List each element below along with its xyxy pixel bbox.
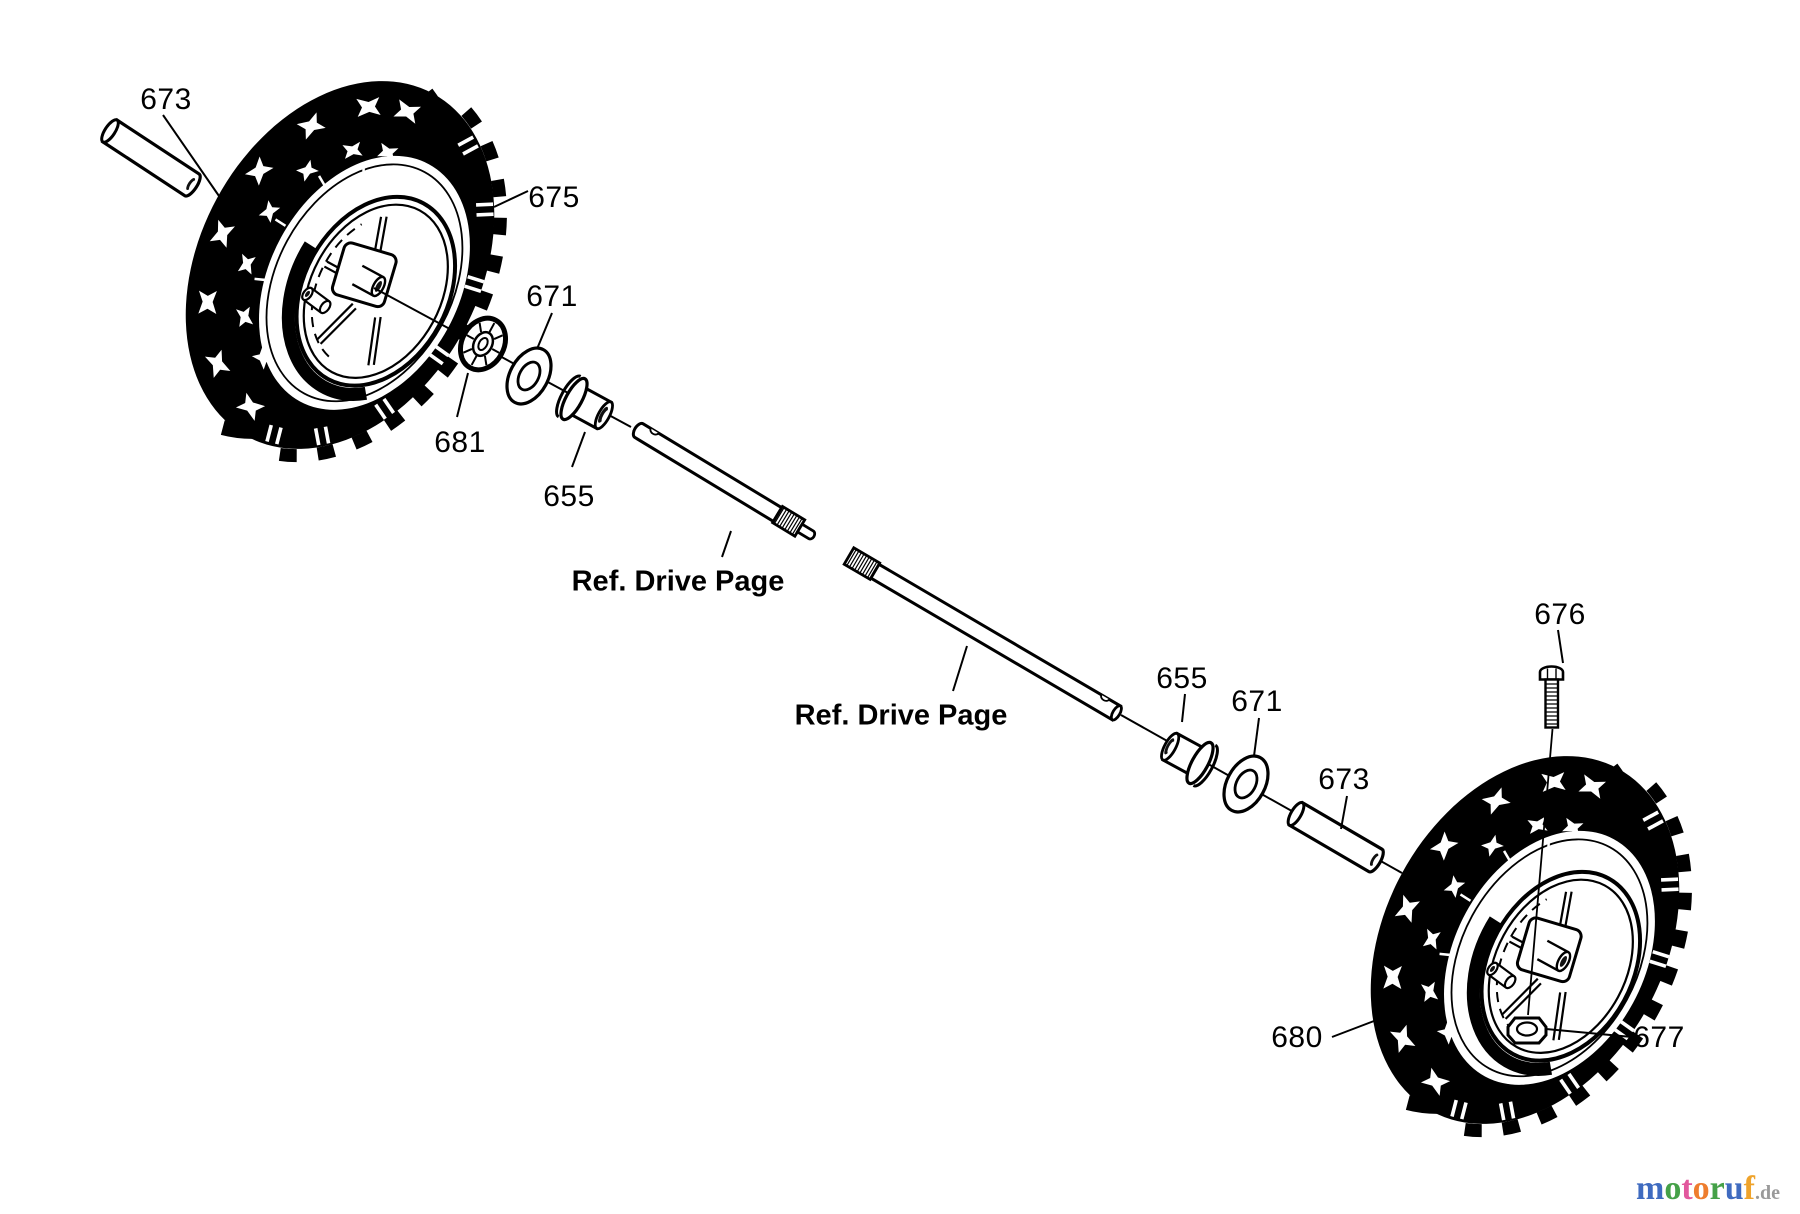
axle-shaft-left [631,421,817,541]
logo-letter: o [1664,1170,1682,1207]
logo-letter: u [1724,1170,1744,1207]
spacer-673-right [1286,800,1385,874]
spacer-673-left [100,117,202,198]
motoruf-logo: motoruf.de [1636,1170,1780,1208]
bearing-681 [457,315,509,373]
ref-label-ref-drive-page-2: Ref. Drive Page [794,699,1008,732]
part-label-680: 680 [1271,1021,1323,1054]
logo-letter: o [1692,1170,1710,1207]
bushing-655-left [555,374,614,431]
part-label-673-right: 673 [1318,763,1370,796]
right-wheel-680 [1307,698,1748,1184]
hex-nut-677 [1506,1016,1548,1045]
washer-671-right [1222,754,1270,814]
part-label-681: 681 [434,426,486,459]
part-label-677: 677 [1633,1021,1685,1054]
bushing-655-right [1160,731,1219,788]
logo-letter: f [1743,1170,1755,1207]
logo-suffix: .de [1755,1182,1780,1204]
part-label-671-right: 671 [1231,685,1283,718]
ref-label-ref-drive-page-1: Ref. Drive Page [571,565,785,598]
washer-671-left [505,346,553,406]
part-label-673-left: 673 [140,83,192,116]
part-label-655-left: 655 [543,480,595,513]
part-label-671-left: 671 [526,280,578,313]
part-label-675: 675 [528,181,580,214]
part-label-676: 676 [1534,598,1586,631]
logo-letter: t [1681,1170,1693,1207]
leader-lines [162,114,1633,1038]
bolt-676 [1538,665,1565,729]
logo-letter: m [1636,1170,1665,1207]
part-label-655-right: 655 [1156,662,1208,695]
bolt-centerline [1527,728,1554,1016]
axle-shaft-right [842,545,1123,722]
logo-letter: r [1709,1170,1725,1207]
